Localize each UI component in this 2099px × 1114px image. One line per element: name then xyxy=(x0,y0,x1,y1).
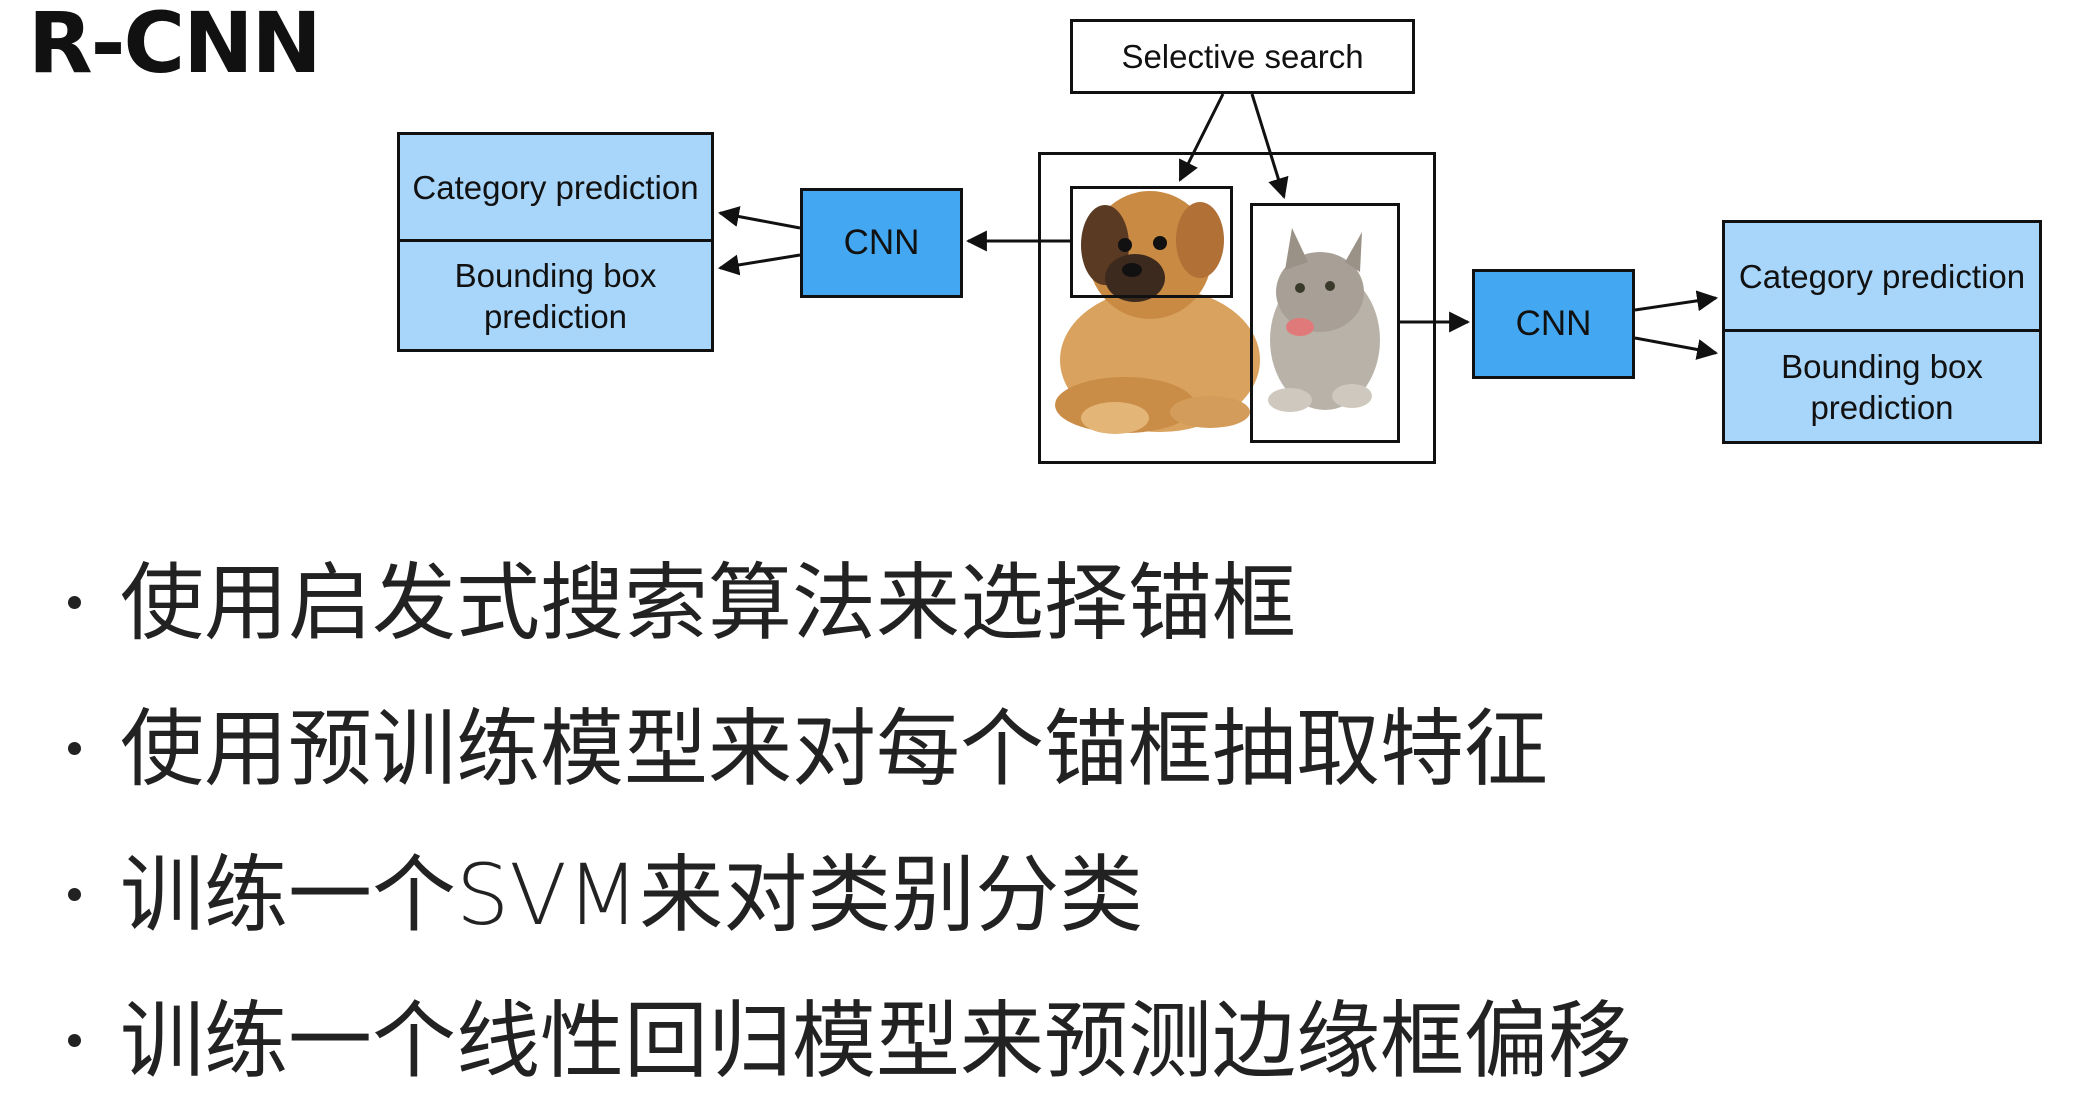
right-prediction-box: Category prediction Bounding box predict… xyxy=(1722,220,2042,444)
bullet-text: 训练一个SVM来对类别分类 xyxy=(120,846,1144,944)
arrow-cnn-to-category-left xyxy=(717,206,801,230)
arrow-cnn-to-category-right xyxy=(1634,290,1719,312)
right-category-prediction: Category prediction xyxy=(1725,223,2039,332)
cnn-left-box: CNN xyxy=(800,188,963,298)
input-image xyxy=(1055,191,1380,434)
left-category-prediction: Category prediction xyxy=(400,135,711,242)
bullet-dot xyxy=(68,1034,81,1047)
bullet-item: 训练一个SVM来对类别分类 xyxy=(60,822,1632,968)
bullet-text: 使用预训练模型来对每个锚框抽取特征 xyxy=(120,700,1549,798)
rcnn-diagram: Selective search CNN CNN Category predic… xyxy=(0,0,2099,480)
arrow-search-to-cat xyxy=(1250,93,1289,200)
selective-search-box: Selective search xyxy=(1070,19,1415,94)
bullet-item: 训练一个线性回归模型来预测边缘框偏移 xyxy=(60,968,1632,1114)
proposal-box-dog xyxy=(1070,186,1233,298)
proposal-box-cat xyxy=(1250,203,1400,443)
bullet-dot xyxy=(68,596,81,609)
arrow-cnn-to-bbox-right xyxy=(1634,336,1719,360)
left-bbox-prediction: Bounding box prediction xyxy=(454,256,657,335)
bullet-text: 训练一个线性回归模型来预测边缘框偏移 xyxy=(120,992,1633,1090)
bullet-dot xyxy=(68,742,81,755)
slide-title: R-CNN xyxy=(28,0,322,92)
bullet-item: 使用启发式搜索算法来选择锚框 xyxy=(60,530,1632,676)
bullet-item: 使用预训练模型来对每个锚框抽取特征 xyxy=(60,676,1632,822)
bullet-text: 使用启发式搜索算法来选择锚框 xyxy=(120,554,1297,652)
cnn-right-box: CNN xyxy=(1472,269,1635,379)
right-bbox-prediction: Bounding box prediction xyxy=(1781,347,1983,426)
bullet-list: 使用启发式搜索算法来选择锚框 使用预训练模型来对每个锚框抽取特征 训练一个SVM… xyxy=(60,530,1632,1114)
left-prediction-box: Category prediction Bounding box predict… xyxy=(397,132,714,352)
diagram-arrows xyxy=(717,93,1719,360)
arrow-cnn-to-bbox-left xyxy=(717,253,801,276)
bullet-dot xyxy=(68,888,81,901)
arrow-search-to-dog xyxy=(1178,93,1225,182)
